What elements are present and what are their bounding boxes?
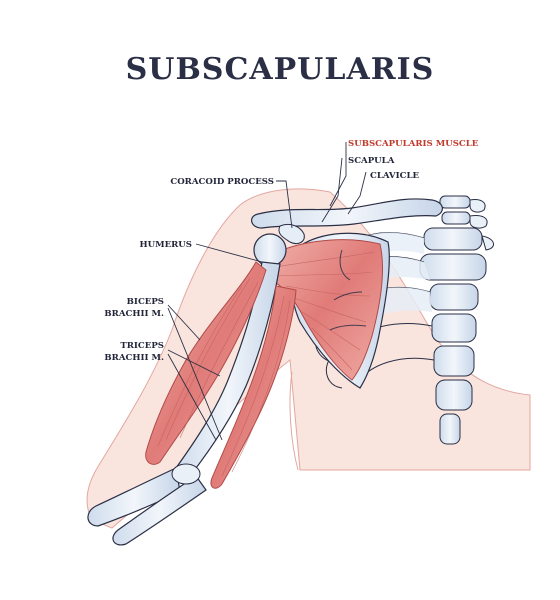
label-clavicle: CLAVICLE [370,171,419,181]
label-subscapularis-muscle: SUBSCAPULARIS MUSCLE [348,139,479,149]
label-triceps-line2: BRACHII M. [104,353,164,363]
leader-subscapularis [329,142,347,207]
label-biceps-line1: BICEPS [127,297,164,307]
label-triceps-line1: TRICEPS [120,341,164,351]
diagram-title: SUBSCAPULARIS [125,52,435,87]
leader-lines [167,142,367,441]
biceps-brachii [145,261,267,465]
leader-humerus [195,243,263,263]
leader-coracoid [276,180,293,229]
leader-scapula [321,157,343,223]
label-coracoid-process: CORACOID PROCESS [170,177,274,187]
leader-biceps [167,304,201,341]
label-scapula: SCAPULA [348,156,395,166]
leader-clavicle [347,171,367,215]
label-biceps-line2: BRACHII M. [104,309,164,319]
coracoid-process [278,223,305,245]
leader-triceps [167,349,221,377]
spine [419,195,487,445]
label-humerus: HUMERUS [139,240,192,250]
forearm [87,467,181,527]
